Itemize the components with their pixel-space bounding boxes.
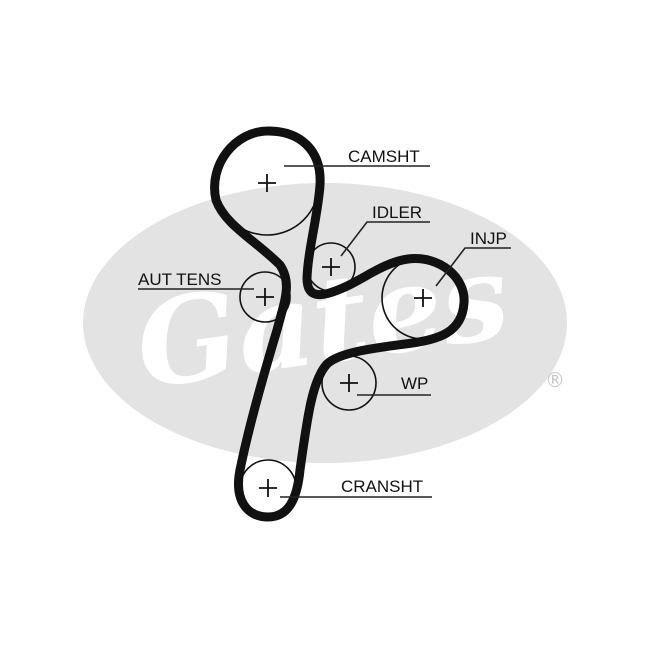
watermark-ellipse — [83, 183, 567, 463]
pulley-centres — [256, 174, 432, 497]
idler-leader — [340, 221, 430, 257]
injection-pump-leader — [435, 247, 511, 287]
idler-centre-cross — [322, 258, 340, 276]
gates-watermark: Gates ® — [83, 183, 567, 463]
labels: CAMSHT IDLER INJP AUT TENS WP CRANSHT — [138, 147, 507, 496]
auto-tensioner-centre-cross — [256, 288, 274, 306]
crankshaft-centre-cross — [259, 479, 277, 497]
idler-label: IDLER — [372, 203, 422, 222]
leader-lines — [138, 165, 511, 498]
auto-tensioner-label: AUT TENS — [138, 270, 221, 289]
camshaft-centre-cross — [258, 174, 276, 192]
auto-tensioner-pulley — [239, 271, 291, 323]
watermark-registered-mark: ® — [545, 368, 565, 392]
injection-pump-centre-cross — [414, 289, 432, 307]
crankshaft-label: CRANSHT — [341, 477, 423, 496]
injection-pump-label: INJP — [470, 229, 507, 248]
camshaft-label: CAMSHT — [348, 147, 420, 166]
water-pump-centre-cross — [340, 374, 358, 392]
water-pump-label: WP — [401, 374, 428, 393]
timing-belt — [210, 126, 469, 522]
